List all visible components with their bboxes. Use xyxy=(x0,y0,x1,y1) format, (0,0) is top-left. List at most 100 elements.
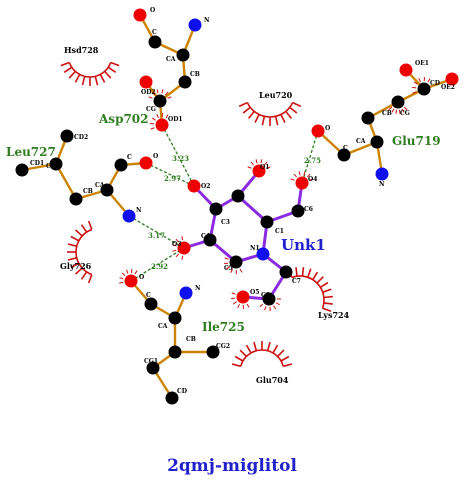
atom-label: O xyxy=(325,125,330,132)
contact-tick-fan xyxy=(148,89,172,99)
residue-label-lys724: Lys724 xyxy=(318,310,350,320)
atom-label: O4 xyxy=(308,176,317,183)
atom-label: C xyxy=(127,154,132,161)
residue-label-hsd728: Hsd728 xyxy=(64,45,99,55)
nitrogen-atom xyxy=(122,209,136,223)
atom-label: C xyxy=(152,29,157,36)
atom-label: OD2 xyxy=(141,89,156,96)
hbond-distance: 2.97 xyxy=(164,174,181,183)
gly726-contact xyxy=(67,220,93,284)
nitrogen-atom xyxy=(375,167,389,181)
atom-label: O xyxy=(139,274,144,281)
carbon-atom xyxy=(165,391,179,405)
oxygen-atom xyxy=(311,124,325,138)
contact-tick-fan xyxy=(119,268,138,284)
atom-label: CD2 xyxy=(74,134,88,141)
carbon-atom xyxy=(391,95,405,109)
carbon-atom xyxy=(291,204,305,218)
diagram-title: 2qmj-miglitol xyxy=(167,456,297,476)
oxygen-atom xyxy=(124,274,138,288)
carbon-atom xyxy=(176,48,190,62)
carbon-atom xyxy=(168,311,182,325)
residue-label-glu719: Glu719 xyxy=(392,134,441,148)
residue-label-glu704: Glu704 xyxy=(256,375,289,385)
atom-label: OD1 xyxy=(168,116,183,123)
hbond-distance: 3.23 xyxy=(172,154,189,163)
hbond-distance: 3.17 xyxy=(148,231,165,240)
residue-labels: Asp702 Glu719 Leu727 Ile725 Hsd728 Leu72… xyxy=(6,45,441,385)
nitrogen-atom xyxy=(188,18,202,32)
atom-label: N xyxy=(136,207,142,214)
lys724-contact xyxy=(287,267,333,313)
atom-label: O3 xyxy=(172,241,181,248)
carbon-atom xyxy=(100,183,114,197)
atom-label: CA xyxy=(166,56,176,63)
atom-labels: O N C CA CB CG OD2 OD1 OE1 CD OE2 CG CB … xyxy=(30,7,455,395)
carbon-atom xyxy=(206,345,220,359)
atom-label: C xyxy=(146,292,151,299)
atom-label: CA xyxy=(356,138,366,145)
carbon-atom xyxy=(49,157,63,171)
residue-label-ile725: Ile725 xyxy=(202,320,245,334)
atom-label: CD xyxy=(430,80,440,87)
glu704-contact xyxy=(231,341,293,368)
atom-label: C5 xyxy=(224,265,233,272)
hbond-n-o3 xyxy=(128,215,185,249)
contact-tick-fan xyxy=(231,292,250,310)
atom-label: C1 xyxy=(275,228,284,235)
carbon-atom xyxy=(361,111,375,125)
oxygen-atom xyxy=(295,176,309,190)
atom-label: C3 xyxy=(221,219,230,226)
atom-label: C7 xyxy=(292,278,301,285)
carbon-atom xyxy=(69,192,83,206)
oxygen-atom xyxy=(252,164,266,178)
atom-label: CB xyxy=(186,336,196,343)
atom-label: C4 xyxy=(201,233,210,240)
atoms xyxy=(15,8,459,405)
atom-label: C6 xyxy=(304,206,313,213)
contact-tick-fan xyxy=(150,112,169,130)
residue-label-gly726: Gly726 xyxy=(60,261,92,271)
atom-label: CB xyxy=(190,71,200,78)
atom-label: O1 xyxy=(260,164,269,171)
ligand-label: Unk1 xyxy=(281,236,326,254)
oxygen-atom xyxy=(139,156,153,170)
carbon-atom xyxy=(146,361,160,375)
hbond-o-o3 xyxy=(130,247,185,282)
atom-label: CG xyxy=(400,110,410,117)
atom-label: OE1 xyxy=(415,60,429,67)
atom-label: C xyxy=(343,145,348,152)
carbon-atom xyxy=(229,255,243,269)
residue-label-leu727: Leu727 xyxy=(6,145,56,159)
atom-label: CG2 xyxy=(216,343,230,350)
atom-label: N1 xyxy=(250,245,260,252)
atom-label: O xyxy=(153,153,158,160)
oxygen-atom xyxy=(177,241,191,255)
carbon-atom xyxy=(168,345,182,359)
hbond-distance-labels: 3.23 2.97 2.75 3.17 2.92 xyxy=(148,154,321,271)
leu720-contact xyxy=(238,101,302,126)
carbon-atom xyxy=(260,215,274,229)
contact-tick-fan xyxy=(388,106,408,114)
oxygen-atom xyxy=(139,75,153,89)
oxygen-atom xyxy=(445,72,459,86)
contact-tick-fan xyxy=(172,236,184,260)
atom-label: C2 xyxy=(234,195,243,202)
carbon-atom xyxy=(153,94,167,108)
atom-label: CB xyxy=(83,188,93,195)
residue-bonds xyxy=(20,13,454,400)
carbon-atom xyxy=(114,158,128,172)
carbon-atom xyxy=(209,202,223,216)
oxygen-atom xyxy=(399,63,413,77)
ligand-contact-ticks xyxy=(119,76,431,311)
atom-label: CB xyxy=(382,110,392,117)
hbond-o-o2 xyxy=(145,162,195,187)
oxygen-atom xyxy=(187,179,201,193)
atom-label: N xyxy=(379,181,385,188)
atom-label: CG1 xyxy=(144,358,158,365)
carbon-atom xyxy=(178,75,192,89)
residue-label-asp702: Asp702 xyxy=(98,112,149,126)
hbond-distance: 2.75 xyxy=(304,156,321,165)
carbon-atom xyxy=(279,265,293,279)
atom-label: O2 xyxy=(201,183,210,190)
